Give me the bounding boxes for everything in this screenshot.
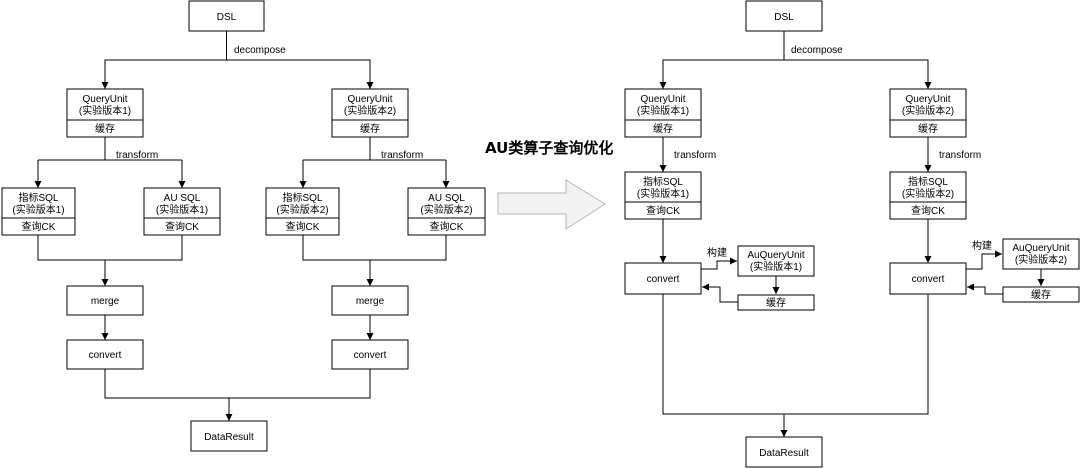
cache-label: 缓存 (95, 122, 115, 135)
query-ck-label: 查询CK (22, 220, 56, 233)
au-sql-2-box (407, 187, 486, 236)
right-diagram: DSL decompose QueryUnit (实验版本1) 缓存 Query… (624, 0, 1080, 468)
metric-sql-label: 指标SQL (643, 175, 683, 188)
cache-label: 缓存 (1031, 288, 1051, 301)
au-query-unit-label: AuQueryUnit (1012, 243, 1069, 254)
version-label: (实验版本2) (1015, 253, 1067, 266)
dsl-label: DSL (217, 12, 237, 23)
au-sql-label: AU SQL (428, 193, 465, 204)
connector (662, 294, 929, 415)
data-result-box (745, 436, 823, 468)
connector (662, 59, 929, 88)
merge-label: merge (356, 296, 385, 307)
convert-label: convert (354, 350, 387, 361)
dsl-box (745, 0, 823, 32)
arrow (701, 257, 737, 270)
data-result-label: DataResult (759, 448, 809, 459)
connector (37, 235, 183, 261)
metric-sql-2-box (889, 171, 967, 220)
decompose-label: decompose (791, 45, 843, 56)
convert-label: convert (647, 274, 680, 285)
connector (104, 369, 371, 399)
query-unit-label: QueryUnit (640, 94, 685, 105)
convert-label: convert (912, 274, 945, 285)
cache-label: 缓存 (918, 122, 938, 135)
arrow (966, 250, 1002, 270)
transform-label: transform (939, 150, 981, 161)
query-ck-label: 查询CK (911, 204, 945, 217)
transform-label: transform (116, 150, 158, 161)
connector (302, 235, 447, 261)
cache-label: 缓存 (360, 122, 380, 135)
version-label: (实验版本1) (156, 203, 208, 216)
query-unit-2-box (331, 88, 409, 138)
metric-sql-label: 指标SQL (18, 191, 58, 204)
version-label: (实验版本2) (276, 203, 328, 216)
au-query-unit-label: AuQueryUnit (747, 250, 804, 261)
au-query-unit-2-box (1002, 238, 1080, 270)
au-sql-1-box (143, 187, 221, 236)
optimization-title: AU类算子查询优化 (485, 139, 613, 157)
merge-label: merge (91, 296, 120, 307)
cache-label: 缓存 (653, 122, 673, 135)
query-ck-label: 查询CK (165, 220, 199, 233)
dsl-box (188, 0, 265, 32)
query-unit-label: QueryUnit (905, 94, 950, 105)
version-label: (实验版本1) (637, 187, 689, 200)
version-label: (实验版本1) (12, 203, 64, 216)
query-ck-label: 查询CK (286, 220, 320, 233)
data-result-box (190, 420, 268, 452)
version-label: (实验版本2) (420, 203, 472, 216)
au-sql-label: AU SQL (164, 193, 201, 204)
data-result-label: DataResult (204, 432, 254, 443)
query-unit-2-box (889, 88, 967, 138)
left-diagram: DSL decompose QueryUnit (实验版本1) 缓存 Query… (1, 0, 486, 452)
query-ck-label: 查询CK (430, 220, 464, 233)
dsl-label: DSL (774, 12, 794, 23)
convert-label: convert (89, 350, 122, 361)
transform-label: transform (381, 150, 423, 161)
version-label: (实验版本2) (344, 104, 396, 117)
query-unit-label: QueryUnit (347, 94, 392, 105)
decompose-label: decompose (234, 45, 286, 56)
query-unit-1-box (66, 88, 144, 138)
merge-1-box (66, 285, 144, 316)
build-label: 构建 (972, 239, 992, 252)
metric-sql-1-box (624, 171, 702, 220)
arrow (702, 283, 738, 303)
metric-sql-label: 指标SQL (908, 175, 948, 188)
version-label: (实验版本1) (79, 104, 131, 117)
version-label: (实验版本2) (902, 104, 954, 117)
arrow (967, 283, 1003, 295)
query-ck-label: 查询CK (646, 204, 680, 217)
connector (104, 59, 371, 88)
cache-label: 缓存 (766, 296, 786, 309)
transition-arrow-icon (497, 179, 606, 230)
query-unit-label: QueryUnit (82, 94, 127, 105)
version-label: (实验版本1) (750, 260, 802, 273)
version-label: (实验版本1) (637, 104, 689, 117)
transform-label: transform (674, 150, 716, 161)
convert-2-box (331, 339, 409, 370)
build-label: 构建 (707, 246, 727, 259)
metric-sql-label: 指标SQL (282, 191, 322, 204)
version-label: (实验版本2) (902, 187, 954, 200)
query-unit-1-box (624, 88, 702, 138)
merge-2-box (331, 285, 409, 316)
